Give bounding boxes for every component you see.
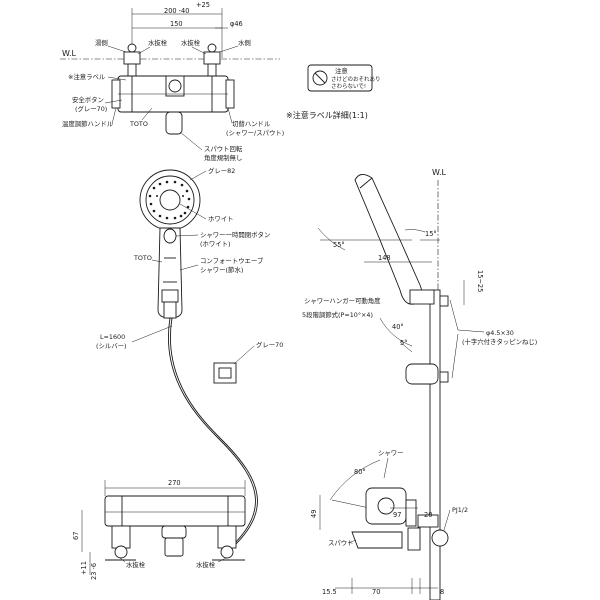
label-head: 注意: [335, 66, 348, 75]
wl-label-side: W.L: [432, 168, 447, 177]
shower-view: グレー82 ホワイト シャワー一時開閉ボタン (ホワイト) TOTO コンフォー…: [96, 166, 270, 350]
no-touch-icon: [312, 70, 328, 86]
dim-150: 150: [170, 20, 183, 28]
hanger-icon: グレー70: [213, 340, 283, 384]
top-view: +25 200 -40 150 φ46 W.L 湯側 水抜栓 水抜栓 水側: [60, 1, 284, 162]
safety-button-color: (グレー70): [75, 104, 107, 113]
dim-23: 23 -6: [90, 563, 98, 580]
hanger-steps-label: 5段階調節式(P=10°×4): [302, 310, 373, 319]
shower-label: シャワー: [378, 449, 404, 457]
dim-phi46: φ46: [230, 20, 243, 28]
dim-15-25: 15~25: [476, 270, 484, 292]
dim-49: 49: [310, 510, 318, 518]
label-line1: さけどのおそれあり: [331, 75, 381, 83]
white-label: ホワイト: [208, 215, 234, 223]
dim-15-5: 15.5: [322, 588, 337, 596]
shower-hose: [168, 317, 256, 549]
screw-sub-label: (十字穴付きタッピンねじ): [462, 337, 537, 346]
angle-80: 80°: [354, 468, 366, 476]
hanger-angle-label: シャワーハンガー可動角度: [304, 296, 381, 305]
water-stop-label-1: 水抜栓: [148, 38, 168, 47]
dim-70: 70: [372, 588, 380, 596]
toto-logo-top: TOTO: [129, 120, 148, 128]
label-detail-caption: ※注意ラベル詳細(1:1): [286, 110, 368, 120]
dim-20: 20: [424, 511, 432, 519]
front-water-stop-2: 水抜栓: [196, 560, 216, 569]
dim-offset: +25: [196, 1, 210, 9]
temp-handle-label: 温度調節ハンドル: [62, 119, 114, 128]
front-water-stop-1: 水抜栓: [126, 560, 146, 569]
angle-40: 40°: [392, 323, 404, 331]
stop-button-sub: (ホワイト): [200, 240, 231, 248]
hose-silver-label: (シルバー): [96, 342, 127, 350]
comfort-label: コンフォートウエーブ: [200, 256, 264, 265]
wl-label-top: W.L: [62, 49, 77, 58]
water-side-label: 水側: [238, 38, 251, 47]
dim-148: 148: [378, 254, 391, 262]
stop-button-label: シャワー一時開閉ボタン: [200, 230, 270, 239]
switch-handle-sub: (シャワー/スパウト): [226, 129, 284, 137]
dim-67: 67: [72, 532, 80, 540]
water-stop-label-2: 水抜栓: [181, 38, 201, 47]
dim-plus11: +11: [80, 561, 88, 575]
dim-8: 8: [440, 588, 444, 596]
front-view: 270 67 +11 23 -6 水抜栓 水抜栓: [72, 479, 246, 580]
angle-5: 5°: [400, 339, 408, 347]
hose-length-label: L=1600: [100, 333, 125, 341]
safety-button-label: 安全ボタン: [72, 95, 104, 104]
hanger-gray70: グレー70: [256, 340, 283, 349]
dim-97: 97: [393, 511, 401, 519]
gray82-label: グレー82: [208, 166, 235, 175]
pj-label: PJ1/2: [452, 506, 468, 514]
comfort-sub: シャワー(節水): [200, 265, 243, 274]
screw-label: φ4.5×30: [486, 329, 514, 337]
angle-55: 55°: [333, 241, 345, 249]
caution-label-ref: ※注意ラベル: [68, 72, 106, 81]
dim-range: 200 -40: [164, 7, 189, 15]
caution-label-detail: 注意 さけどのおそれあり さわらないで! ※注意ラベル詳細(1:1): [286, 64, 381, 120]
switch-handle-label: 切替ハンドル: [232, 119, 271, 128]
spout-rotate-label: スパウト回転: [204, 145, 243, 153]
spout-label: スパウト: [328, 539, 354, 547]
angle-15: 15°: [425, 230, 437, 238]
label-line2: さわらないで!: [331, 83, 366, 90]
dim-270: 270: [168, 479, 181, 487]
toto-logo-shower: TOTO: [133, 254, 152, 262]
faucet-side-view: 80° シャワー 49 97 20 PJ1/2 スパウト 15.5 70 8: [310, 449, 468, 596]
hot-side-label: 湯側: [95, 38, 108, 47]
angle-limit-label: 角度規制無し: [204, 153, 242, 162]
